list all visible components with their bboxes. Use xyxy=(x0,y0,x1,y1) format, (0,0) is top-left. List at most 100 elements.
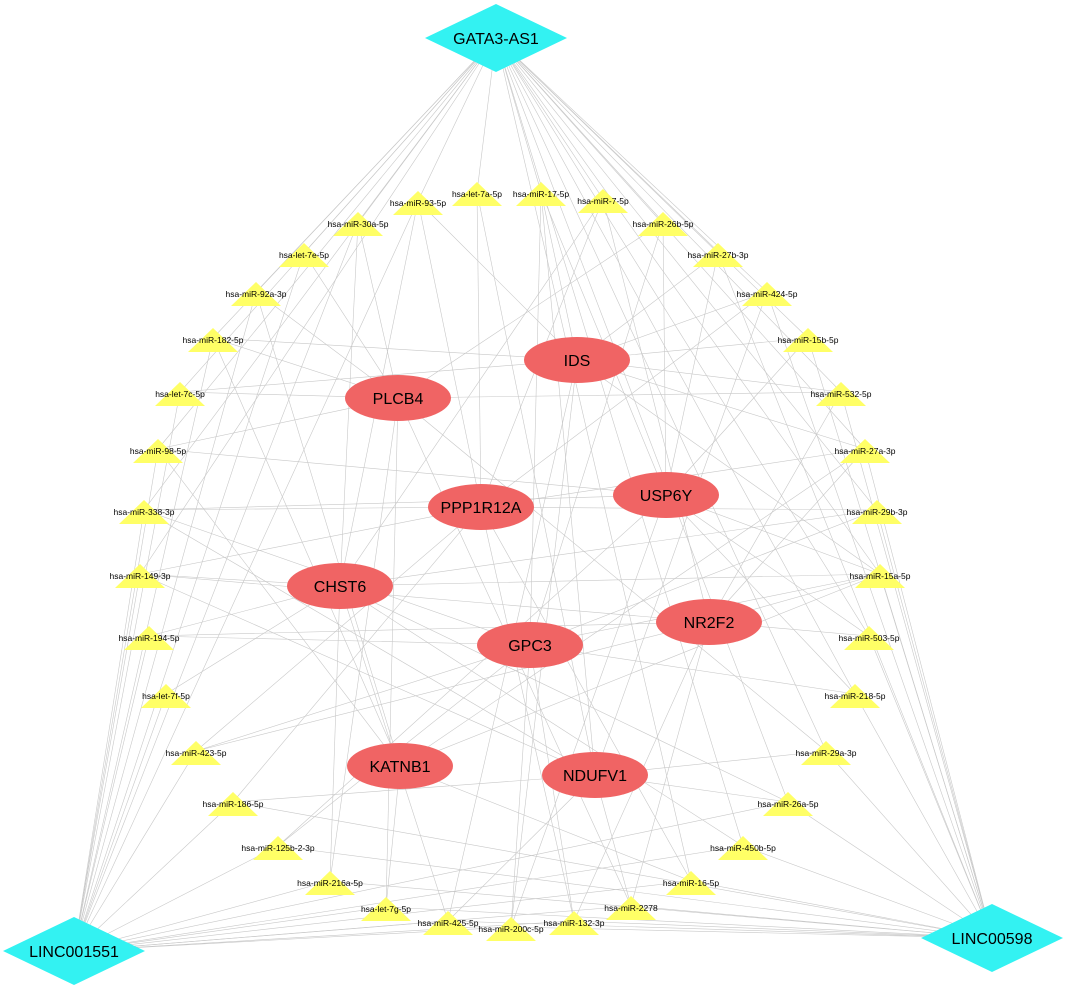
mirna-node[interactable]: hsa-miR-93-5p xyxy=(390,191,446,215)
edge-GPC3-hsa-miR-29b-3p xyxy=(529,509,878,646)
mirna-triangle xyxy=(155,382,205,406)
mirna-node[interactable]: hsa-miR-425-5p xyxy=(418,911,479,935)
mirna-label: hsa-miR-216a-5p xyxy=(297,878,363,888)
edge-NDUFV1-hsa-miR-149-3p xyxy=(139,573,596,776)
gene-node[interactable]: USP6Y xyxy=(613,472,719,518)
mirna-label: hsa-miR-532-5p xyxy=(811,389,872,399)
gene-node[interactable]: PPP1R12A xyxy=(428,484,534,530)
mirna-triangle xyxy=(253,836,303,860)
edge-PLCB4-hsa-miR-532-5p xyxy=(397,391,842,399)
mirna-node[interactable]: hsa-miR-503-5p xyxy=(839,626,900,650)
edge-GPC3-hsa-miR-17-5p xyxy=(529,191,542,646)
lncrna-node[interactable]: GATA3-AS1 xyxy=(425,4,567,72)
mirna-node[interactable]: hsa-miR-27b-3p xyxy=(688,243,749,267)
mirna-node[interactable]: hsa-miR-26b-5p xyxy=(633,212,694,236)
edge-LINC00598-hsa-miR-29a-3p xyxy=(825,750,993,939)
gene-node[interactable]: PLCB4 xyxy=(345,375,451,421)
mirna-node[interactable]: hsa-miR-200c-5p xyxy=(478,917,544,941)
edge-LINC001551-hsa-let-7e-5p xyxy=(73,252,305,952)
edge-NDUFV1-hsa-miR-17-5p xyxy=(540,191,596,776)
mirna-node[interactable]: hsa-miR-132-3p xyxy=(544,911,605,935)
gene-node[interactable]: NR2F2 xyxy=(656,599,762,645)
edge-PPP1R12A-hsa-miR-338-3p xyxy=(143,506,482,511)
edge-PPP1R12A-hsa-miR-93-5p xyxy=(417,200,482,508)
mirna-node[interactable]: hsa-miR-29b-3p xyxy=(847,500,908,524)
mirna-label: hsa-miR-125b-2-3p xyxy=(241,843,314,853)
mirna-node[interactable]: hsa-miR-92a-3p xyxy=(226,282,287,306)
gene-node[interactable]: CHST6 xyxy=(287,563,393,609)
mirna-label: hsa-miR-29a-3p xyxy=(796,748,857,758)
lncrna-node[interactable]: LINC00598 xyxy=(921,904,1063,972)
mirna-node[interactable]: hsa-miR-149-3p xyxy=(110,564,171,588)
mirna-label: hsa-miR-93-5p xyxy=(390,198,446,208)
mirna-node[interactable]: hsa-miR-2278 xyxy=(604,896,658,920)
mirna-node[interactable]: hsa-miR-26a-5p xyxy=(758,792,819,816)
edge-LINC00598-hsa-let-7g-5p xyxy=(385,906,993,939)
gene-node[interactable]: GPC3 xyxy=(477,622,583,668)
edge-GATA3-AS1-hsa-miR-15a-5p xyxy=(495,37,881,575)
mirna-triangle xyxy=(361,897,411,921)
mirna-node[interactable]: hsa-miR-30a-5p xyxy=(328,212,389,236)
gene-label: NR2F2 xyxy=(684,615,735,632)
gene-node[interactable]: IDS xyxy=(524,337,630,383)
mirna-node[interactable]: hsa-let-7g-5p xyxy=(361,897,411,921)
mirna-node[interactable]: hsa-let-7f-5p xyxy=(141,684,191,708)
mirna-node[interactable]: hsa-miR-15a-5p xyxy=(850,564,911,588)
edge-GATA3-AS1-hsa-miR-503-5p xyxy=(495,37,870,637)
mirna-node[interactable]: hsa-let-7a-5p xyxy=(452,182,502,206)
edge-GATA3-AS1-hsa-miR-15b-5p xyxy=(495,37,809,339)
lncrna-label: LINC00598 xyxy=(952,931,1033,948)
mirna-node[interactable]: hsa-miR-424-5p xyxy=(737,282,798,306)
edge-IDS-hsa-miR-17-5p xyxy=(540,191,578,361)
gene-ellipse xyxy=(287,563,393,609)
mirna-triangle xyxy=(742,282,792,306)
mirna-node[interactable]: hsa-miR-218-5p xyxy=(825,684,886,708)
mirna-node[interactable]: hsa-miR-216a-5p xyxy=(297,871,363,895)
edge-GATA3-AS1-hsa-let-7c-5p xyxy=(179,37,497,393)
edge-LINC001551-hsa-miR-30a-5p xyxy=(73,221,359,952)
gene-label: USP6Y xyxy=(640,488,693,505)
mirna-label: hsa-miR-27b-3p xyxy=(688,250,749,260)
mirna-label: hsa-let-7f-5p xyxy=(142,691,190,701)
edge-GATA3-AS1-hsa-miR-27a-3p xyxy=(495,37,866,450)
edge-IDS-hsa-miR-182-5p xyxy=(212,337,578,361)
edge-USP6Y-hsa-miR-503-5p xyxy=(665,494,870,637)
edge-PPP1R12A-hsa-miR-16-5p xyxy=(480,506,692,882)
mirna-node[interactable]: hsa-miR-450b-5p xyxy=(710,836,776,860)
mirna-node[interactable]: hsa-miR-15b-5p xyxy=(778,328,839,352)
mirna-node[interactable]: hsa-miR-423-5p xyxy=(166,741,227,765)
mirna-node[interactable]: hsa-miR-27a-3p xyxy=(835,439,896,463)
mirna-node[interactable]: hsa-miR-17-5p xyxy=(513,182,569,206)
edge-GATA3-AS1-hsa-miR-338-3p xyxy=(143,37,497,511)
edge-LINC00598-hsa-miR-503-5p xyxy=(868,635,993,939)
edge-GATA3-AS1-hsa-miR-29b-3p xyxy=(495,37,878,511)
gene-node[interactable]: NDUFV1 xyxy=(542,752,648,798)
mirna-label: hsa-miR-149-3p xyxy=(110,571,171,581)
gene-node[interactable]: KATNB1 xyxy=(347,743,453,789)
mirna-node[interactable]: hsa-let-7c-5p xyxy=(155,382,205,406)
mirna-node[interactable]: hsa-miR-7-5p xyxy=(577,189,629,213)
edge-LINC001551-hsa-miR-2278 xyxy=(73,905,632,952)
mirna-node[interactable]: hsa-miR-29a-3p xyxy=(796,741,857,765)
mirna-node[interactable]: hsa-miR-186-5p xyxy=(203,792,264,816)
mirna-node[interactable]: hsa-let-7e-5p xyxy=(279,243,329,267)
mirna-node[interactable]: hsa-miR-182-5p xyxy=(183,328,244,352)
mirna-node[interactable]: hsa-miR-194-5p xyxy=(119,626,180,650)
edge-KATNB1-hsa-miR-182-5p xyxy=(212,337,401,767)
mirna-node[interactable]: hsa-miR-16-5p xyxy=(663,871,719,895)
mirna-label: hsa-let-7c-5p xyxy=(155,389,205,399)
mirna-node[interactable]: hsa-miR-125b-2-3p xyxy=(241,836,315,860)
mirna-node[interactable]: hsa-miR-98-5p xyxy=(130,439,186,463)
edge-PPP1R12A-hsa-miR-424-5p xyxy=(480,291,768,508)
mirna-node[interactable]: hsa-miR-338-3p xyxy=(114,500,175,524)
mirna-node[interactable]: hsa-miR-532-5p xyxy=(811,382,872,406)
edge-LINC00598-hsa-miR-425-5p xyxy=(447,920,993,939)
edge-LINC001551-hsa-miR-186-5p xyxy=(73,801,234,952)
edge-GPC3-hsa-miR-218-5p xyxy=(529,644,856,695)
edge-KATNB1-hsa-miR-27a-3p xyxy=(399,448,866,767)
edge-GATA3-AS1-hsa-miR-450b-5p xyxy=(495,37,744,847)
lncrna-node[interactable]: LINC001551 xyxy=(3,917,145,985)
lncrna-diamond xyxy=(921,904,1063,972)
edge-PPP1R12A-hsa-miR-132-3p xyxy=(480,506,575,922)
